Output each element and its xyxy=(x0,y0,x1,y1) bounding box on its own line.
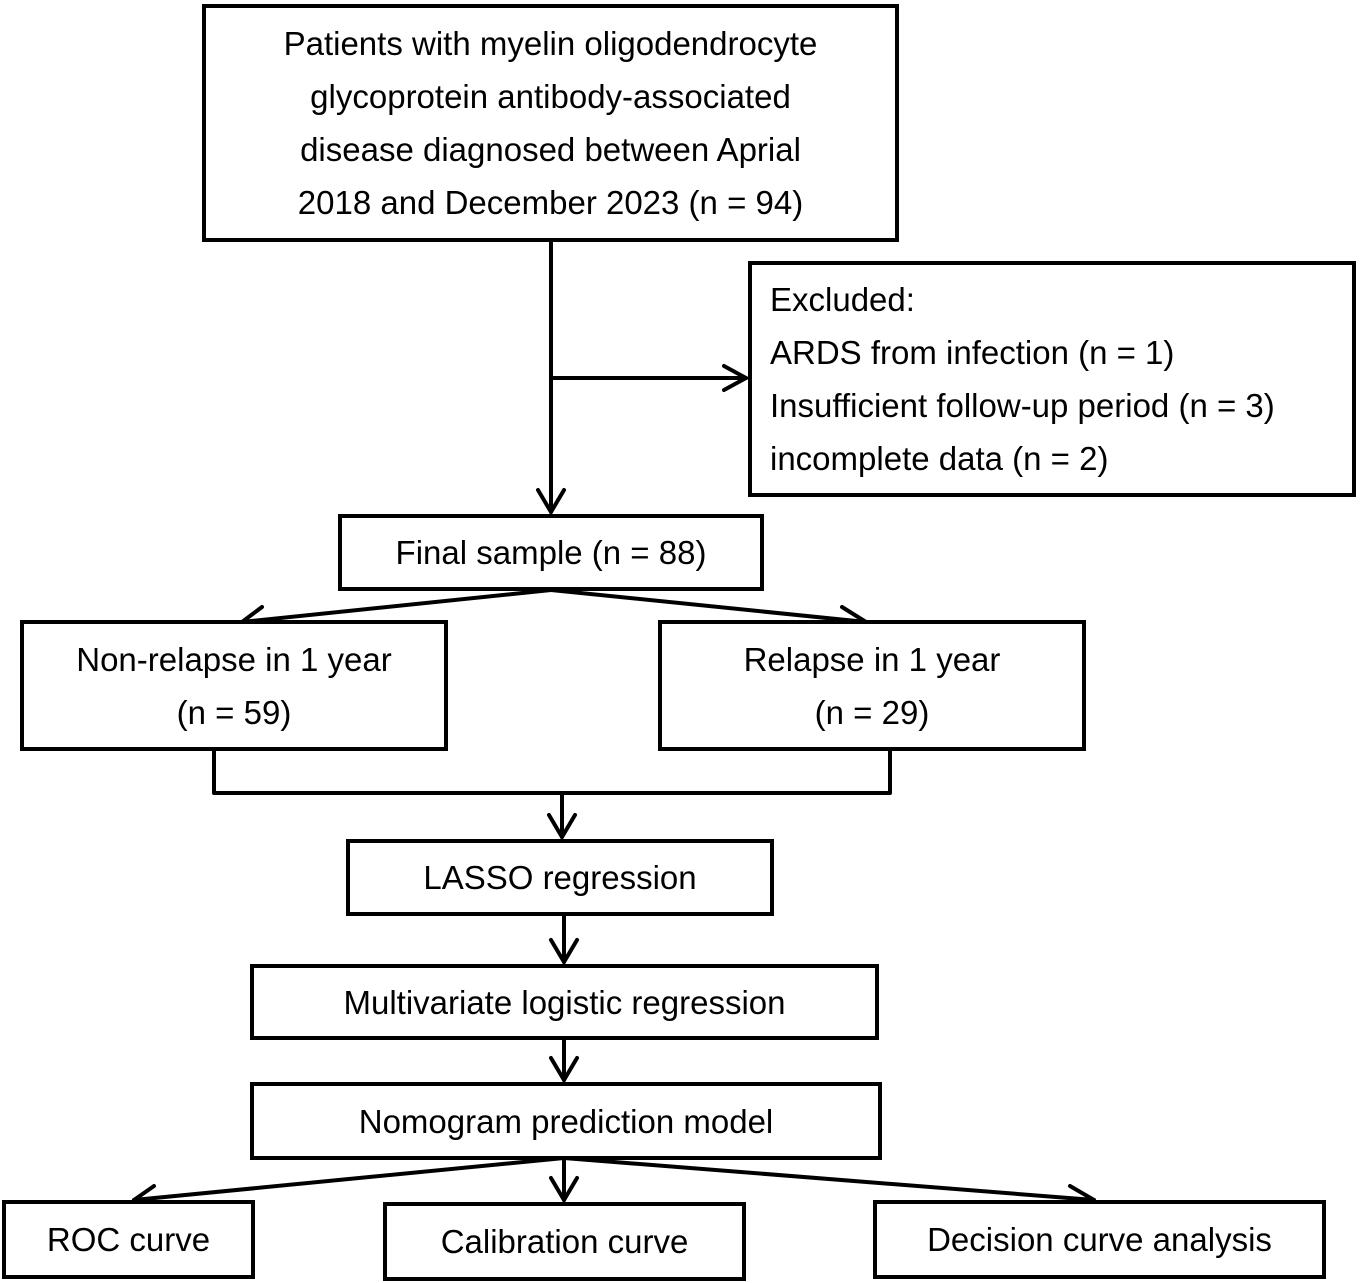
excluded-incomplete: incomplete data (n = 2) xyxy=(770,440,1109,477)
nomogram-box: Nomogram prediction model xyxy=(250,1082,882,1160)
excluded-heading: Excluded: xyxy=(770,281,915,318)
multivariate-box: Multivariate logistic regression xyxy=(250,964,879,1040)
arrowhead-multivariate xyxy=(549,938,579,964)
final-sample-box: Final sample (n = 88) xyxy=(338,514,764,591)
roc-label: ROC curve xyxy=(46,1221,211,1258)
relapse-box: Relapse in 1 year (n = 29) xyxy=(658,620,1086,751)
patients-line-4: 2018 and December 2023 (n = 94) xyxy=(297,184,804,221)
final-sample-label: Final sample (n = 88) xyxy=(395,534,707,571)
multivariate-label: Multivariate logistic regression xyxy=(343,983,786,1021)
arrowhead-nomogram xyxy=(549,1056,579,1082)
merge-bracket xyxy=(212,748,892,795)
lasso-box: LASSO regression xyxy=(346,839,774,916)
arrowhead-final xyxy=(536,488,566,514)
arrow-final-to-relapse xyxy=(549,588,868,624)
excluded-ards: ARDS from infection (n = 1) xyxy=(770,334,1175,371)
patients-line-1: Patients with myelin oligodendrocyte xyxy=(283,25,818,62)
excluded-box: Excluded: ARDS from infection (n = 1) In… xyxy=(748,261,1356,497)
decision-box: Decision curve analysis xyxy=(873,1200,1326,1279)
non-relapse-box: Non-relapse in 1 year (n = 59) xyxy=(20,620,448,751)
patients-line-2: glycoprotein antibody-associated xyxy=(310,78,791,115)
patients-line-3: disease diagnosed between Aprial xyxy=(300,131,801,168)
calibration-label: Calibration curve xyxy=(440,1223,689,1260)
patients-box: Patients with myelin oligodendrocyte gly… xyxy=(202,4,899,242)
relapse-count: (n = 29) xyxy=(814,693,930,731)
arrow-final-to-nonrelapse xyxy=(240,588,553,624)
arrow-nomogram-to-decision xyxy=(562,1156,1096,1202)
non-relapse-count: (n = 59) xyxy=(176,693,292,731)
excluded-followup: Insufficient follow-up period (n = 3) xyxy=(770,387,1275,424)
decision-label: Decision curve analysis xyxy=(927,1221,1272,1258)
roc-box: ROC curve xyxy=(2,1200,255,1279)
lasso-label: LASSO regression xyxy=(423,859,697,896)
arrow-nomogram-to-roc xyxy=(132,1156,566,1202)
arrowhead-excluded xyxy=(722,364,748,392)
non-relapse-label: Non-relapse in 1 year xyxy=(76,640,392,678)
relapse-label: Relapse in 1 year xyxy=(743,640,1001,678)
calibration-box: Calibration curve xyxy=(383,1202,746,1281)
arrowhead-lasso xyxy=(547,813,577,839)
arrowhead-calibration xyxy=(549,1176,579,1202)
nomogram-label: Nomogram prediction model xyxy=(358,1102,774,1140)
